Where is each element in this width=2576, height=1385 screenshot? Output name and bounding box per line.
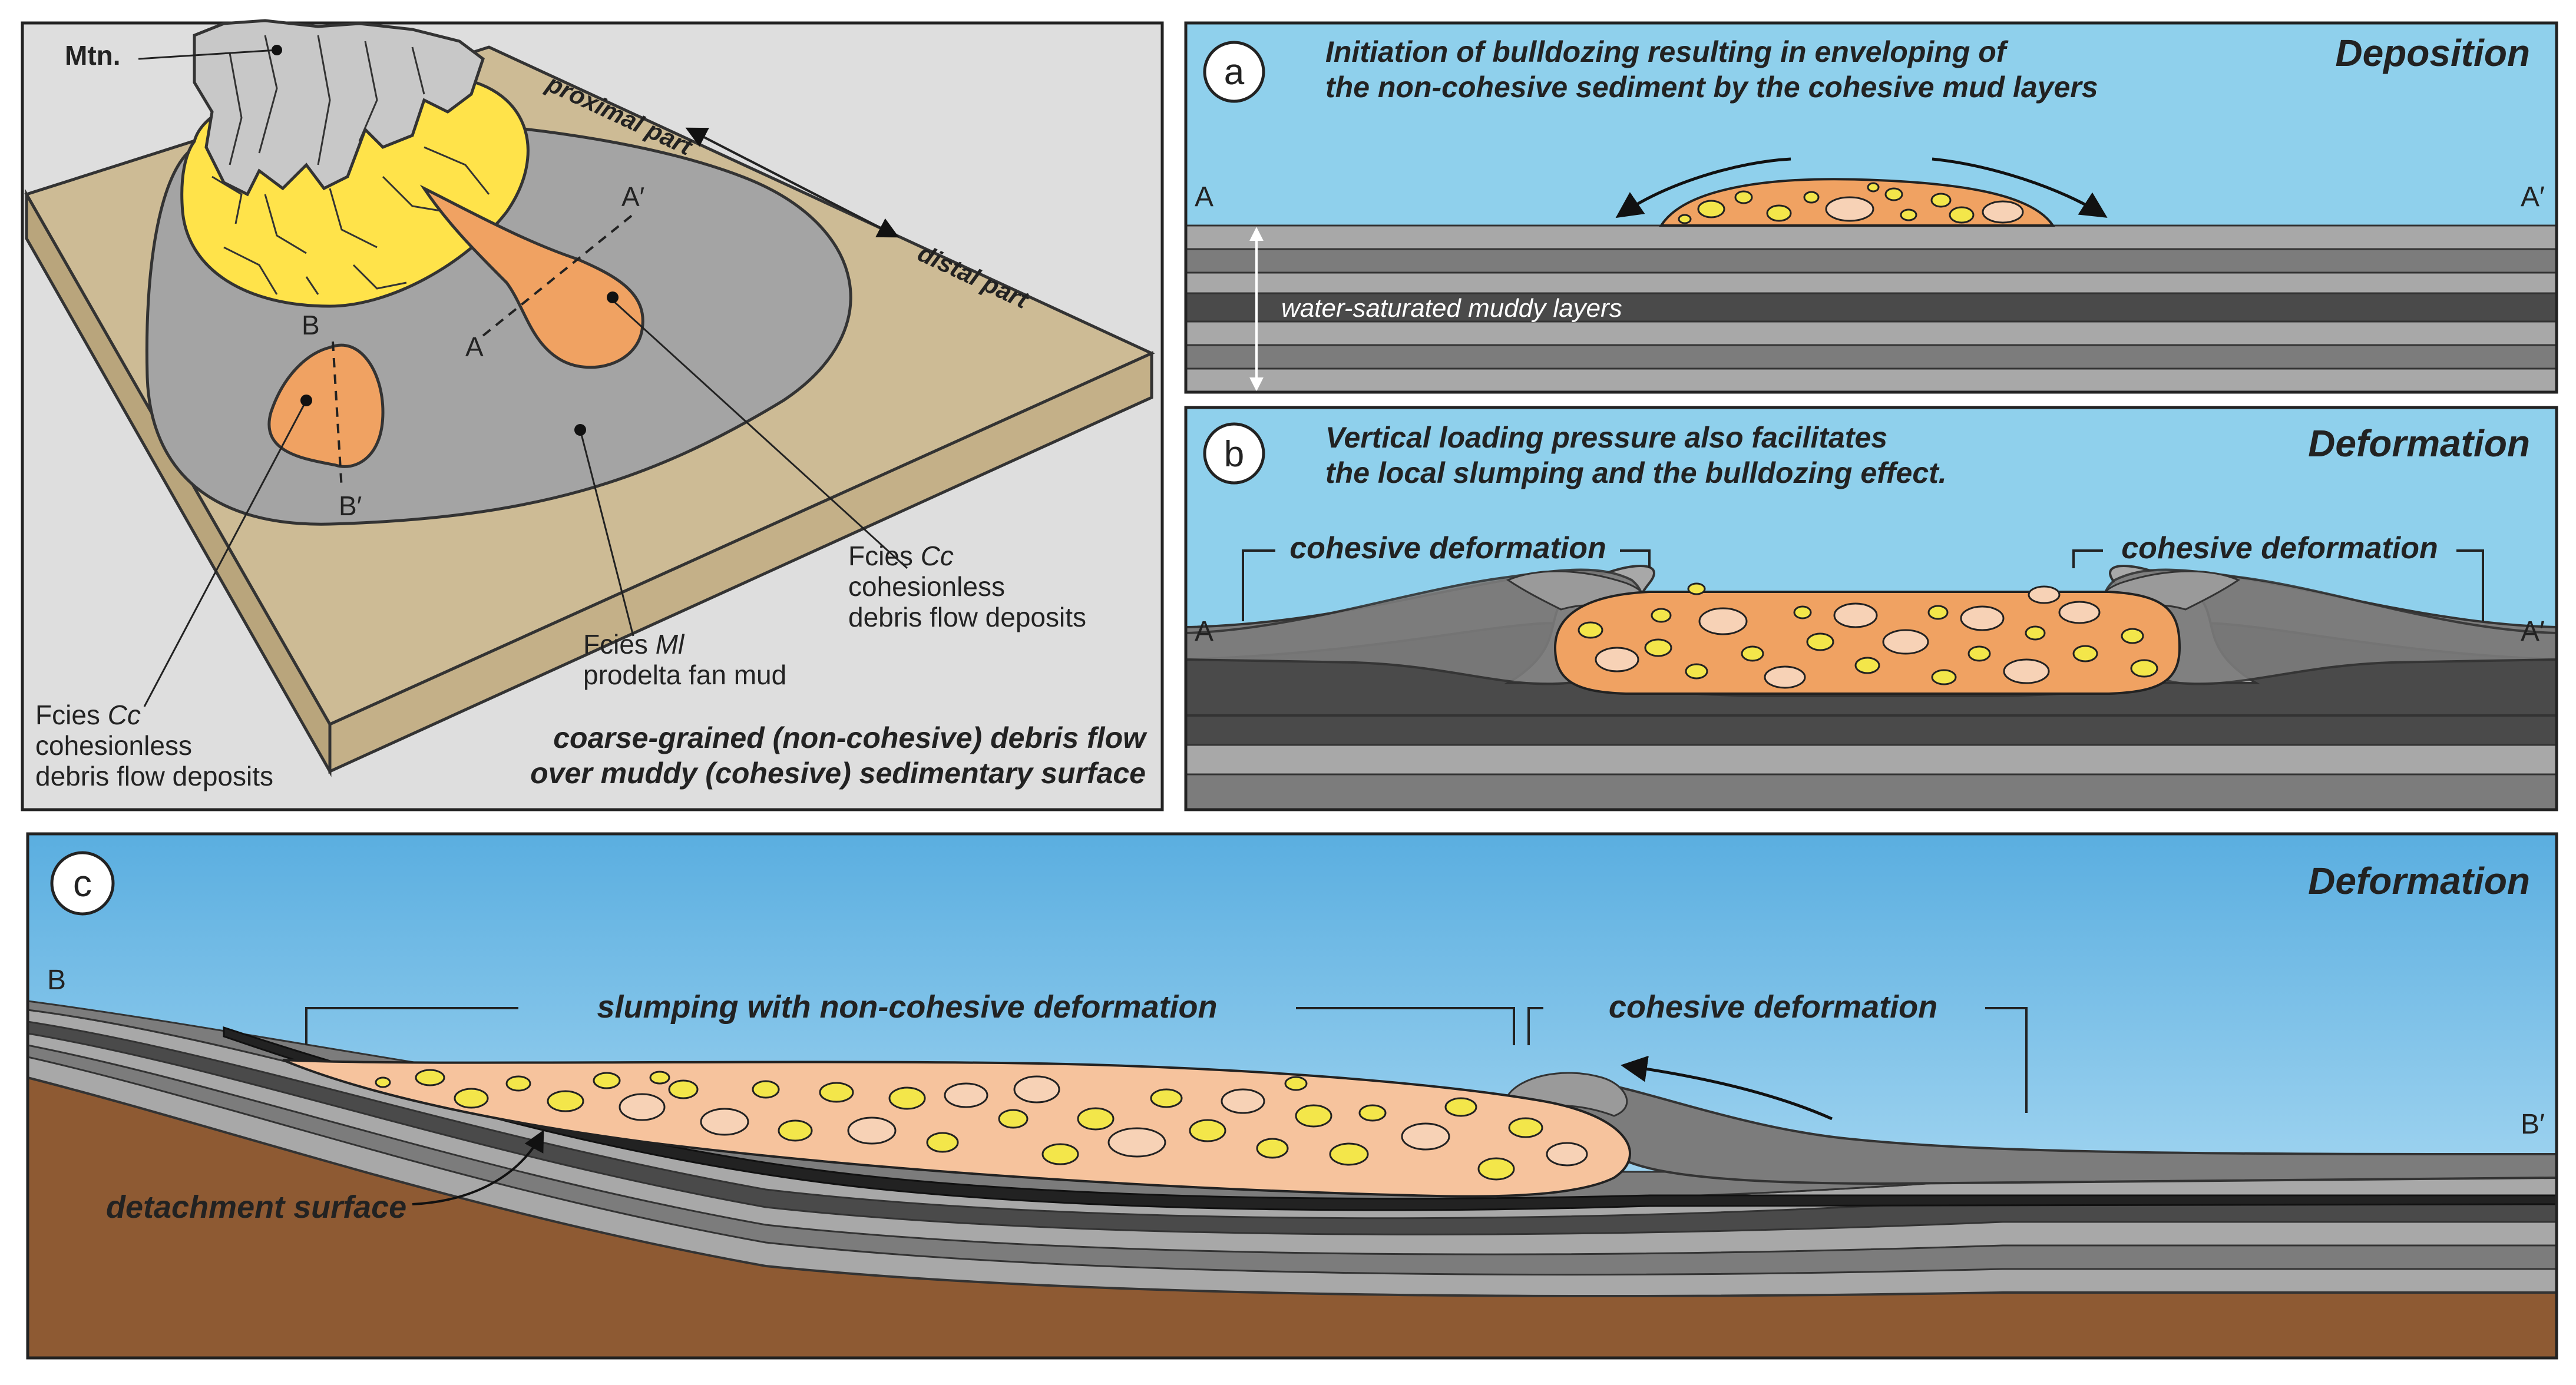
facies-cc-left-line2: cohesionless: [35, 730, 192, 761]
fan-cracks: [211, 146, 490, 295]
panel-b-letter: b: [1224, 434, 1244, 475]
flow-arrow-c: [1621, 1055, 1833, 1121]
mountain-ridges: [229, 35, 425, 165]
panel-b-text-2: the local slumping and the bulldozing ef…: [1325, 456, 1947, 489]
panel-b-A-prime: A′: [2521, 616, 2545, 647]
panel-b-left-label: cohesive deformation: [1289, 531, 1606, 565]
panel-c-cohesive-label: cohesive deformation: [1609, 989, 1937, 1025]
map-caption-line2: over muddy (cohesive) sedimentary surfac…: [530, 757, 1146, 790]
flow-arrow-left-a: [1615, 157, 1791, 218]
facies-ml-line2: prodelta fan mud: [583, 660, 786, 690]
panel-a: a Deposition Initiation of bulldozing re…: [1184, 21, 2558, 394]
facies-cc-left-line3: debris flow deposits: [35, 761, 273, 791]
panel-b-title: Deformation: [2308, 422, 2530, 465]
bracket-slump-c: [305, 1007, 1515, 1045]
panel-a-text-2: the non-cohesive sediment by the cohesiv…: [1325, 71, 2098, 104]
panel-a-title: Deposition: [2335, 32, 2530, 74]
facies-ml-line1: Fcies Ml: [583, 629, 685, 660]
section-line-BB: [332, 341, 343, 489]
map-panel: Mtn. proximal part distal part A′ A B B′…: [21, 19, 1164, 811]
panel-a-letter: a: [1224, 52, 1245, 92]
mountain-icon: [193, 19, 485, 197]
facies-cc-right-line2: cohesionless: [848, 571, 1005, 602]
panel-c-letter: c: [73, 862, 92, 904]
map-A-prime: A′: [621, 181, 644, 212]
debris-clasts-c: [375, 1069, 1588, 1181]
panel-a-layer-label: water-saturated muddy layers: [1281, 294, 1622, 323]
mtn-label: Mtn.: [65, 40, 121, 71]
bracket-right-b: [2072, 549, 2484, 621]
panel-c-slump-label: slumping with non-cohesive deformation: [597, 989, 1217, 1025]
map-A: A: [465, 332, 484, 362]
detachment-pointer: [412, 1129, 544, 1205]
proximal-distal-arrow: [685, 127, 900, 238]
substrate: [28, 1076, 2557, 1358]
panel-c-title: Deformation: [2308, 860, 2530, 902]
bracket-cohesive-c: [1527, 1007, 2028, 1113]
map-B: B: [302, 310, 320, 340]
map-caption-line1: coarse-grained (non-cohesive) debris flo…: [553, 721, 1148, 754]
panel-b-A: A: [1195, 616, 1213, 647]
panel-c-B-prime: B′: [2521, 1109, 2545, 1140]
map-B-prime: B′: [339, 491, 362, 521]
leader-dots: [272, 45, 619, 436]
debris-lobe-A: [419, 184, 644, 369]
debris-clasts-a: [1678, 182, 2024, 224]
panel-a-text-1: Initiation of bulldozing resulting in en…: [1325, 35, 2009, 68]
debris-clasts-b: [1578, 582, 2158, 689]
bracket-left-b: [1242, 549, 1651, 621]
panel-b-text-1: Vertical loading pressure also facilitat…: [1325, 421, 1887, 454]
leader-lines: [138, 49, 908, 707]
panel-a-A-prime: A′: [2521, 181, 2545, 213]
facies-cc-right-line3: debris flow deposits: [848, 602, 1086, 632]
debris-lobe-B: [267, 343, 385, 468]
flow-arrow-right-a: [1932, 157, 2108, 218]
panel-b-badge: [1203, 422, 1265, 485]
facies-cc-left-line1: Fcies Cc: [35, 700, 141, 730]
panel-c-B: B: [47, 965, 66, 996]
facies-cc-right-line1: Fcies Cc: [848, 541, 954, 571]
panel-a-A: A: [1195, 181, 1213, 213]
panel-c-badge: [50, 851, 115, 916]
panel-c: c Deformation B B′ slumping with non-coh…: [26, 832, 2558, 1360]
plain-right-edge: [328, 351, 1153, 774]
panel-c-detachment-label: detachment surface: [106, 1189, 406, 1225]
panel-b: b Deformation Vertical loading pressure …: [1184, 406, 2558, 811]
debris-body-c: [282, 1059, 1631, 1198]
detachment-layer: [223, 1026, 2557, 1211]
panel-a-badge: [1203, 41, 1265, 103]
panel-b-right-label: cohesive deformation: [2121, 531, 2438, 565]
